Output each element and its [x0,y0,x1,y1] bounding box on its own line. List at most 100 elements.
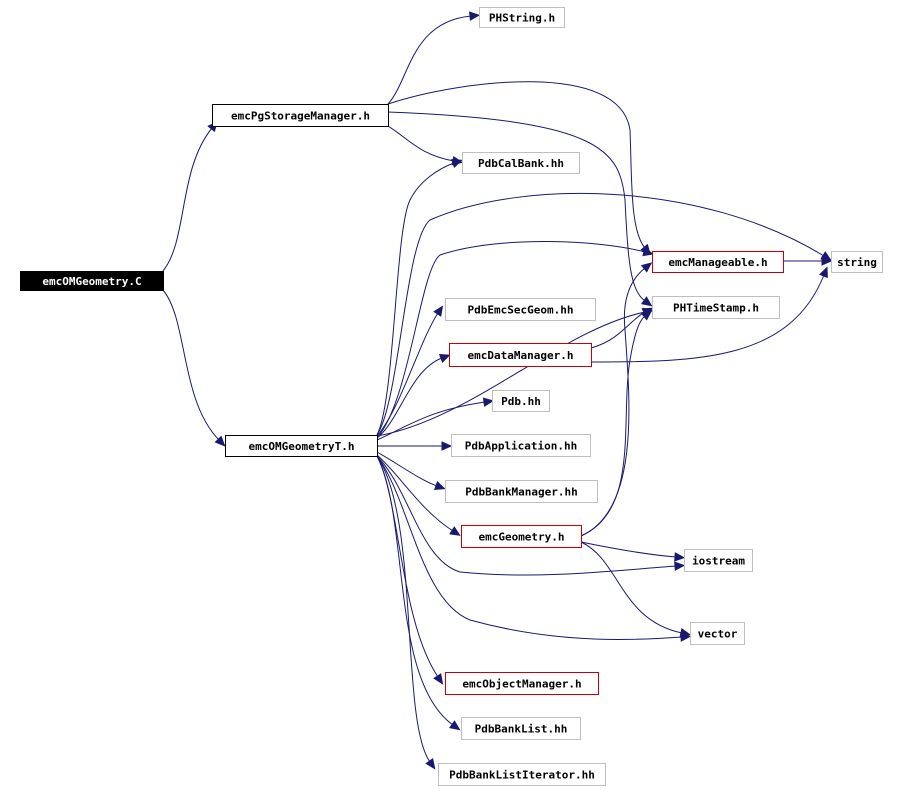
node-box-vector[interactable] [690,622,745,645]
edge-geomT-to-pdbbanklist [376,455,454,726]
edge-geomT-to-pdbcalbank [376,162,455,436]
node-label-string: string [837,256,877,269]
edge-geomT-to-pdbbankmanager [376,451,438,487]
node-label-pdbapplication: PdbApplication.hh [465,440,578,453]
node-box-emcgeometry[interactable] [461,525,582,548]
node-box-emcmanageable[interactable] [652,251,784,273]
node-label-pdbbanklistiterator: PdbBankListIterator.hh [449,769,595,782]
edge-geomT-to-pdbbanklistiterator [376,455,431,763]
node-box-pdb[interactable] [492,390,550,412]
edge-emcdatamanager-to-phtimestamp [590,311,646,349]
arrowhead-root-to-geomT [214,435,226,447]
edge-geomT-to-pdb [376,401,486,441]
edge-root-to-psm [162,127,213,272]
node-box-root[interactable] [20,271,164,291]
arrowhead-geomT-to-pdbcalbank [450,159,463,168]
node-box-pdbbanklist[interactable] [461,717,581,740]
node-label-root: emcOMGeometry.C [42,275,141,288]
arrowhead-geomT-to-pdbbanklistiterator [425,758,436,770]
node-phstring[interactable]: PHString.h [479,7,565,28]
node-pdbcalbank[interactable]: PdbCalBank.hh [462,152,580,174]
node-label-vector: vector [698,628,738,641]
arrowhead-emcgeometry-to-iostream [674,552,686,562]
node-box-phtimestamp[interactable] [652,296,780,319]
nodes-layer: emcOMGeometry.C emcPgStorageManager.h PHSt… [20,7,883,786]
arrowhead-geomT-to-emcgeometry [449,526,461,536]
arrowhead-geomT-to-pdbbankmanager [433,481,446,490]
edge-emcgeometry-to-phtimestamp [580,315,646,537]
edge-geomT-to-emcgeometry [376,454,454,532]
edge-geomT-to-emcdatamanager [376,357,443,439]
edge-geomT-to-iostream [376,455,677,576]
node-label-pdbemcsecgeom: PdbEmcSecGeom.hh [468,304,574,317]
arrowhead-psm-to-phtimestamp [640,296,653,307]
edge-psm-to-pdbcalbank [387,125,455,162]
edge-psm-to-phtimestamp [387,111,646,302]
edge-geomT-to-vector [376,455,683,641]
node-pdb[interactable]: Pdb.hh [492,390,550,412]
node-label-pdbcalbank: PdbCalBank.hh [478,157,564,170]
node-emcgeometry[interactable]: emcGeometry.h [461,525,582,548]
node-box-iostream[interactable] [684,549,753,572]
node-label-geomT: emcOMGeometryT.h [249,440,355,453]
arrowhead-emcgeometry-to-emcmanageable [640,262,653,273]
node-label-emcmanageable: emcManageable.h [668,256,767,269]
node-box-emcobjectmanager[interactable] [445,672,599,695]
node-label-emcgeometry: emcGeometry.h [478,531,564,544]
edge-geomT-to-string [376,192,825,436]
node-pdbemcsecgeom[interactable]: PdbEmcSecGeom.hh [445,298,596,321]
arrowhead-geomT-to-pdbemcsecgeom [433,305,444,317]
node-box-pdbemcsecgeom[interactable] [445,298,596,321]
node-iostream[interactable]: iostream [684,549,753,572]
node-emcobjectmanager[interactable]: emcObjectManager.h [445,672,599,695]
arrowhead-geomT-to-emcdatamanager [438,354,451,363]
node-geomT[interactable]: emcOMGeometryT.h [225,435,378,457]
edge-geomT-to-phtimestamp [376,311,646,437]
node-box-phstring[interactable] [479,7,565,28]
arrowhead-emcgeometry-to-vector [679,628,692,638]
node-root[interactable]: emcOMGeometry.C [20,271,164,291]
node-box-pdbcalbank[interactable] [462,152,580,174]
node-label-emcobjectmanager: emcObjectManager.h [462,678,581,691]
node-box-geomT[interactable] [225,435,378,457]
node-box-emcdatamanager[interactable] [449,343,592,367]
arrowhead-psm-to-phstring [469,11,481,21]
node-string[interactable]: string [831,251,883,273]
node-label-pdb: Pdb.hh [501,395,541,408]
node-vector[interactable]: vector [690,622,745,645]
arrowhead-emcdatamanager-to-string [819,266,828,279]
edge-emcdatamanager-to-string [590,274,825,363]
arrowhead-geomT-to-pdb [482,397,495,407]
node-label-iostream: iostream [692,555,745,568]
edges-layer [162,11,833,770]
node-phtimestamp[interactable]: PHTimeStamp.h [652,296,780,319]
node-box-pdbbanklistiterator[interactable] [438,763,606,786]
edge-emcgeometry-to-iostream [580,541,677,558]
node-pdbapplication[interactable]: PdbApplication.hh [451,434,591,457]
node-pdbbanklist[interactable]: PdbBankList.hh [461,717,581,740]
arrowhead-geomT-to-emcobjectmanager [433,673,444,685]
node-label-pdbbankmanager: PdbBankManager.hh [465,486,578,499]
arrowhead-emcmanageable-to-string [821,256,833,266]
edge-root-to-geomT [162,289,220,441]
node-box-psm[interactable] [212,104,389,127]
edge-geomT-to-pdbemcsecgeom [376,312,439,437]
edge-psm-to-phstring [387,15,472,105]
node-emcdatamanager[interactable]: emcDataManager.h [449,343,592,367]
node-label-phtimestamp: PHTimeStamp.h [673,302,759,315]
node-box-string[interactable] [831,251,883,273]
edge-geomT-to-emcmanageable [376,241,646,439]
node-label-emcdatamanager: emcDataManager.h [468,349,574,362]
node-box-pdbapplication[interactable] [451,434,591,457]
node-box-pdbbankmanager[interactable] [445,480,598,503]
node-emcmanageable[interactable]: emcManageable.h [652,251,784,273]
arrowhead-emcgeometry-to-phtimestamp [640,310,653,321]
arrowhead-geomT-to-pdbapplication [441,441,453,451]
node-pdbbankmanager[interactable]: PdbBankManager.hh [445,480,598,503]
edge-geomT-to-emcobjectmanager [376,455,439,678]
node-pdbbanklistiterator[interactable]: PdbBankListIterator.hh [438,763,606,786]
node-psm[interactable]: emcPgStorageManager.h [212,104,389,127]
node-label-pdbbanklist: PdbBankList.hh [475,723,568,736]
node-label-phstring: PHString.h [489,12,555,25]
